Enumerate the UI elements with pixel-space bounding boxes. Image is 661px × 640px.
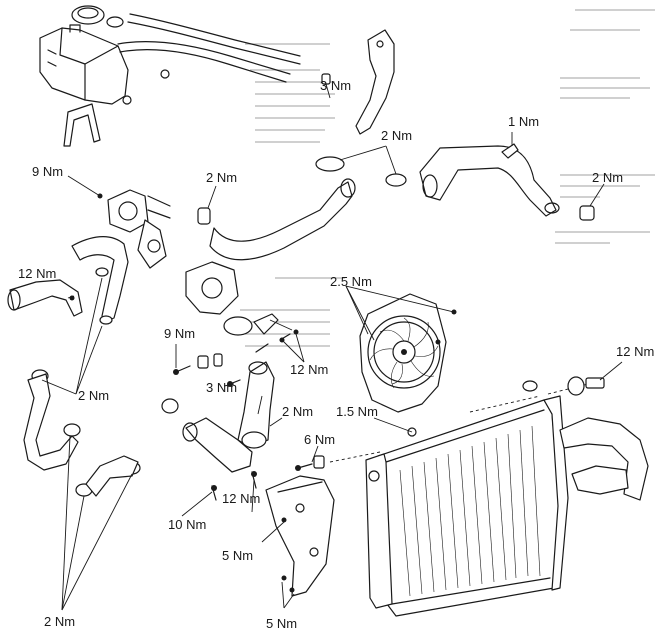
torque-label: 5 Nm <box>266 616 298 631</box>
upper-radiator-hose <box>197 178 356 261</box>
torque-label: 5 Nm <box>222 548 254 563</box>
torque-label: 2 Nm <box>282 404 314 419</box>
torque-label: 9 Nm <box>32 164 64 179</box>
radiator-right-mount <box>522 361 623 396</box>
torque-label: 10 Nm <box>168 517 207 532</box>
torque-label: 2 Nm <box>592 170 624 185</box>
center-bolts <box>173 329 299 501</box>
torque-label: 2 Nm <box>206 170 238 185</box>
torque-label: 12 Nm <box>222 491 261 506</box>
torque-label: 2 Nm <box>78 388 110 403</box>
left-coolant-pipes <box>7 236 141 497</box>
expansion-tank <box>39 24 129 105</box>
upper-hose-clamps <box>315 145 407 187</box>
top-mounting-bracket <box>355 29 395 135</box>
thermostat-housing <box>67 175 171 269</box>
lower-radiator-hose <box>161 361 275 473</box>
bolt-6nm <box>295 445 325 471</box>
nut-3nm <box>321 73 331 99</box>
cooling-fan <box>359 293 457 413</box>
torque-label: 1 Nm <box>508 114 540 129</box>
center-coolant-block <box>185 261 279 336</box>
torque-label: 12 Nm <box>616 344 655 359</box>
torque-label: 2.5 Nm <box>330 274 372 289</box>
tank-bracket <box>63 103 101 147</box>
center-leaders <box>175 333 305 517</box>
expansion-tank-cap <box>71 5 124 28</box>
fan-leaders <box>345 285 455 341</box>
radiator <box>365 395 569 617</box>
torque-label: 1.5 Nm <box>336 404 378 419</box>
right-shroud <box>559 417 649 501</box>
torque-label: 2 Nm <box>381 128 413 143</box>
tank-clamps <box>122 69 170 105</box>
torque-label: 2 Nm <box>44 614 76 629</box>
torque-label: 3 Nm <box>320 78 352 93</box>
torque-label: 12 Nm <box>18 266 57 281</box>
overflow-hoses <box>117 13 301 83</box>
lower-shroud <box>261 475 335 609</box>
left-clamp-leaders <box>41 277 133 611</box>
right-hose <box>419 132 605 221</box>
torque-label: 6 Nm <box>304 432 336 447</box>
misc-leaders <box>257 319 293 415</box>
background-text-bleed <box>240 9 655 347</box>
torque-label: 12 Nm <box>290 362 329 377</box>
torque-label: 9 Nm <box>164 326 196 341</box>
torque-label: 3 Nm <box>206 380 238 395</box>
